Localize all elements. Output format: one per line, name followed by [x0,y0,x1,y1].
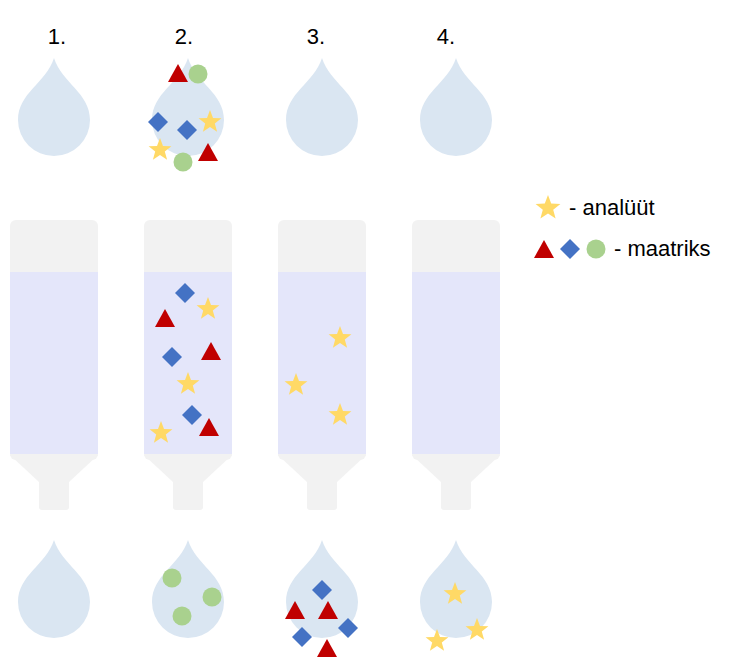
analyte-star [177,372,200,394]
matrix-diamond [338,618,358,638]
analyte-star [444,582,467,604]
cartridge-tip [307,480,337,510]
droplet [18,540,90,638]
matrix-triangle [199,418,219,436]
cartridge-funnel [412,455,500,482]
droplet [152,540,224,638]
analyte-star [426,629,449,651]
step-number: 3. [307,24,325,50]
matrix-diamond [177,120,197,140]
droplet [152,58,224,156]
matrix-circle [173,607,192,626]
legend-text: - analüüt [569,195,655,221]
legend-star-sample [536,195,561,219]
matrix-triangle [201,342,221,360]
droplet [286,58,358,156]
droplet [18,58,90,156]
analyte-star [150,421,173,443]
matrix-triangle [318,601,338,619]
legend-circle-sample [587,240,606,259]
matrix-diamond [175,283,195,303]
matrix-triangle [168,64,188,82]
analyte-star [329,326,352,348]
droplet [286,540,358,638]
matrix-circle [189,65,208,84]
sorbent-bed [412,272,500,454]
matrix-diamond [148,112,168,132]
analyte-star [197,297,220,319]
matrix-triangle [155,309,175,327]
analyte-star [149,138,172,160]
legend-triangle-sample [534,240,554,258]
droplet [420,58,492,156]
cartridge-body [10,220,98,460]
cartridge-tip [173,480,203,510]
legend-text: - maatriks [614,236,711,262]
analyte-star [329,403,352,425]
matrix-circle [203,588,222,607]
analyte-star [466,618,489,640]
sorbent-bed [144,272,232,454]
analyte-star [199,110,222,132]
cartridge-body [412,220,500,460]
legend-diamond-sample [560,239,580,259]
cartridge-tip [441,480,471,510]
matrix-diamond [312,580,332,600]
cartridge-body [278,220,366,460]
cartridge-funnel [278,455,366,482]
cartridge-funnel [144,455,232,482]
matrix-diamond [182,405,202,425]
step-number: 2. [175,24,193,50]
cartridge-funnel [10,455,98,482]
step-number: 1. [48,24,66,50]
sorbent-bed [278,272,366,454]
cartridge-body [144,220,232,460]
matrix-circle [174,153,193,172]
step-number: 4. [437,24,455,50]
matrix-triangle [198,143,218,161]
sorbent-bed [10,272,98,454]
matrix-triangle [317,639,337,657]
matrix-diamond [162,347,182,367]
matrix-circle [163,569,182,588]
matrix-diamond [292,627,312,647]
cartridge-tip [39,480,69,510]
analyte-star [285,373,308,395]
droplet [420,540,492,638]
matrix-triangle [285,601,305,619]
